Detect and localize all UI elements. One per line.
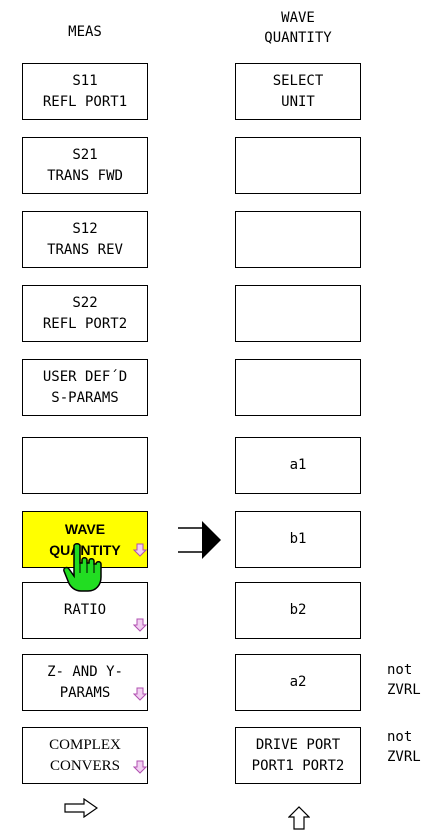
b1-key[interactable]: b1 <box>235 511 361 568</box>
wave-quantity-title: WAVE QUANTITY <box>264 10 332 46</box>
blank-key[interactable] <box>22 437 148 494</box>
b2-key[interactable]: b2 <box>235 582 361 639</box>
submenu-arrow-icon <box>133 687 147 701</box>
blank-key[interactable] <box>235 211 361 268</box>
up-arrow-icon[interactable] <box>288 806 310 830</box>
not-zvrl-note: not ZVRL <box>387 662 421 698</box>
pointing-hand-icon <box>63 543 102 592</box>
submenu-arrow-icon <box>133 543 147 557</box>
blank-key[interactable] <box>235 137 361 194</box>
a2-key[interactable]: a2 <box>235 654 361 711</box>
right-arrow-icon <box>178 521 221 559</box>
meas-title: MEAS <box>68 24 102 40</box>
submenu-arrow-icon <box>133 618 147 632</box>
not-zvrl-note: not ZVRL <box>387 729 421 765</box>
blank-key[interactable] <box>235 285 361 342</box>
submenu-arrow-icon <box>133 760 147 774</box>
next-page-arrow-icon[interactable] <box>64 798 98 818</box>
blank-key[interactable] <box>235 359 361 416</box>
a1-key[interactable]: a1 <box>235 437 361 494</box>
z-and-y-params-key[interactable]: Z- AND Y-PARAMS <box>22 654 148 711</box>
